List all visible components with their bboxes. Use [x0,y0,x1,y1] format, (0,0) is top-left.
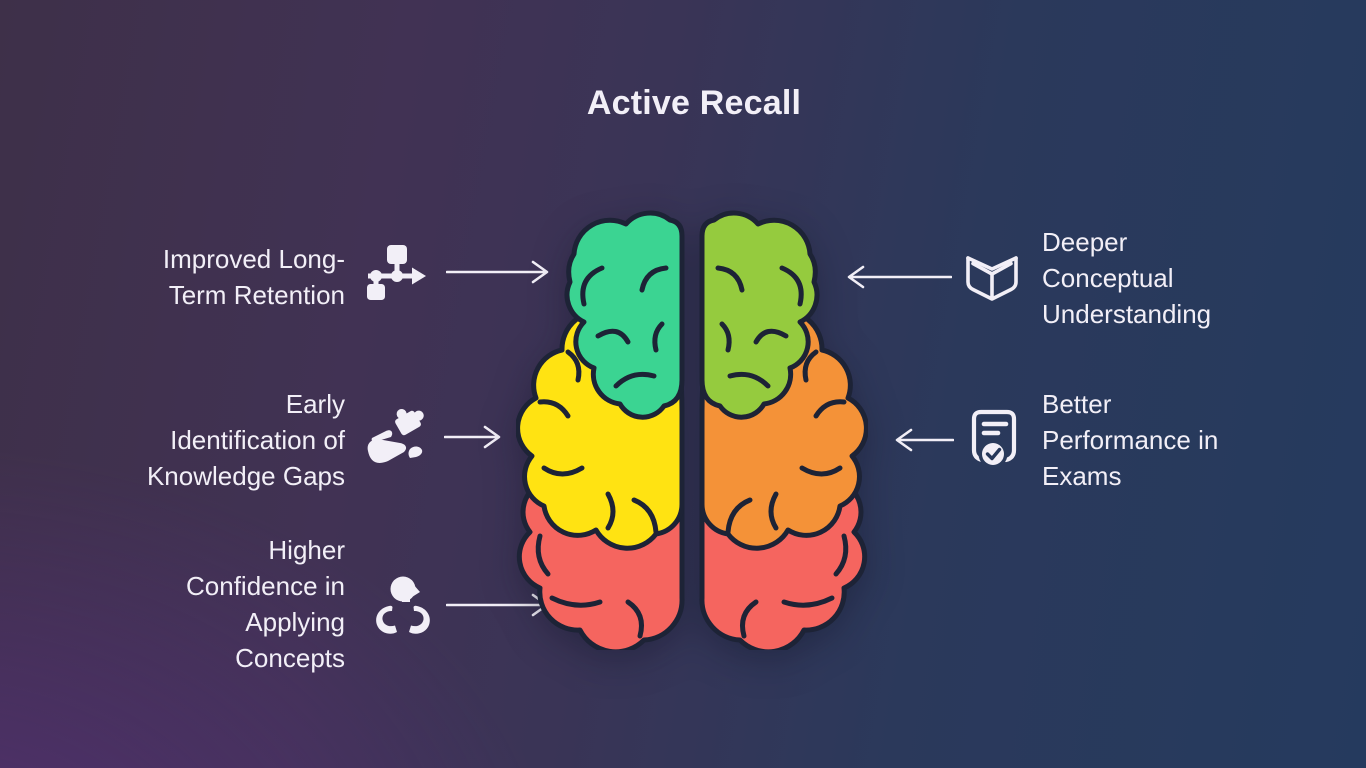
arrow-left-connector [847,265,952,289]
sitemap-icon [367,245,426,300]
benefit-label-knowledge-gaps: Early Identification of Knowledge Gaps [146,389,345,491]
brain-illustration [516,206,868,650]
head-in-hands-icon [376,576,430,634]
arrow-right-connector [446,260,549,284]
hand-puzzle-icon [367,408,424,463]
benefit-label-exam-performance: Better Performance in Exams [1042,389,1219,491]
benefit-label-long-term-retention: Improved Long- Term Retention [162,244,345,310]
open-book-icon [966,256,1018,301]
benefit-label-confidence: Higher Confidence in Applying Concepts [186,535,345,673]
arrow-right-connector [444,425,501,449]
page-title: Active Recall [586,84,802,122]
arrow-left-connector [895,428,954,452]
document-check-icon [971,409,1017,468]
benefit-label-conceptual-understanding: Deeper Conceptual Understanding [1042,227,1212,329]
